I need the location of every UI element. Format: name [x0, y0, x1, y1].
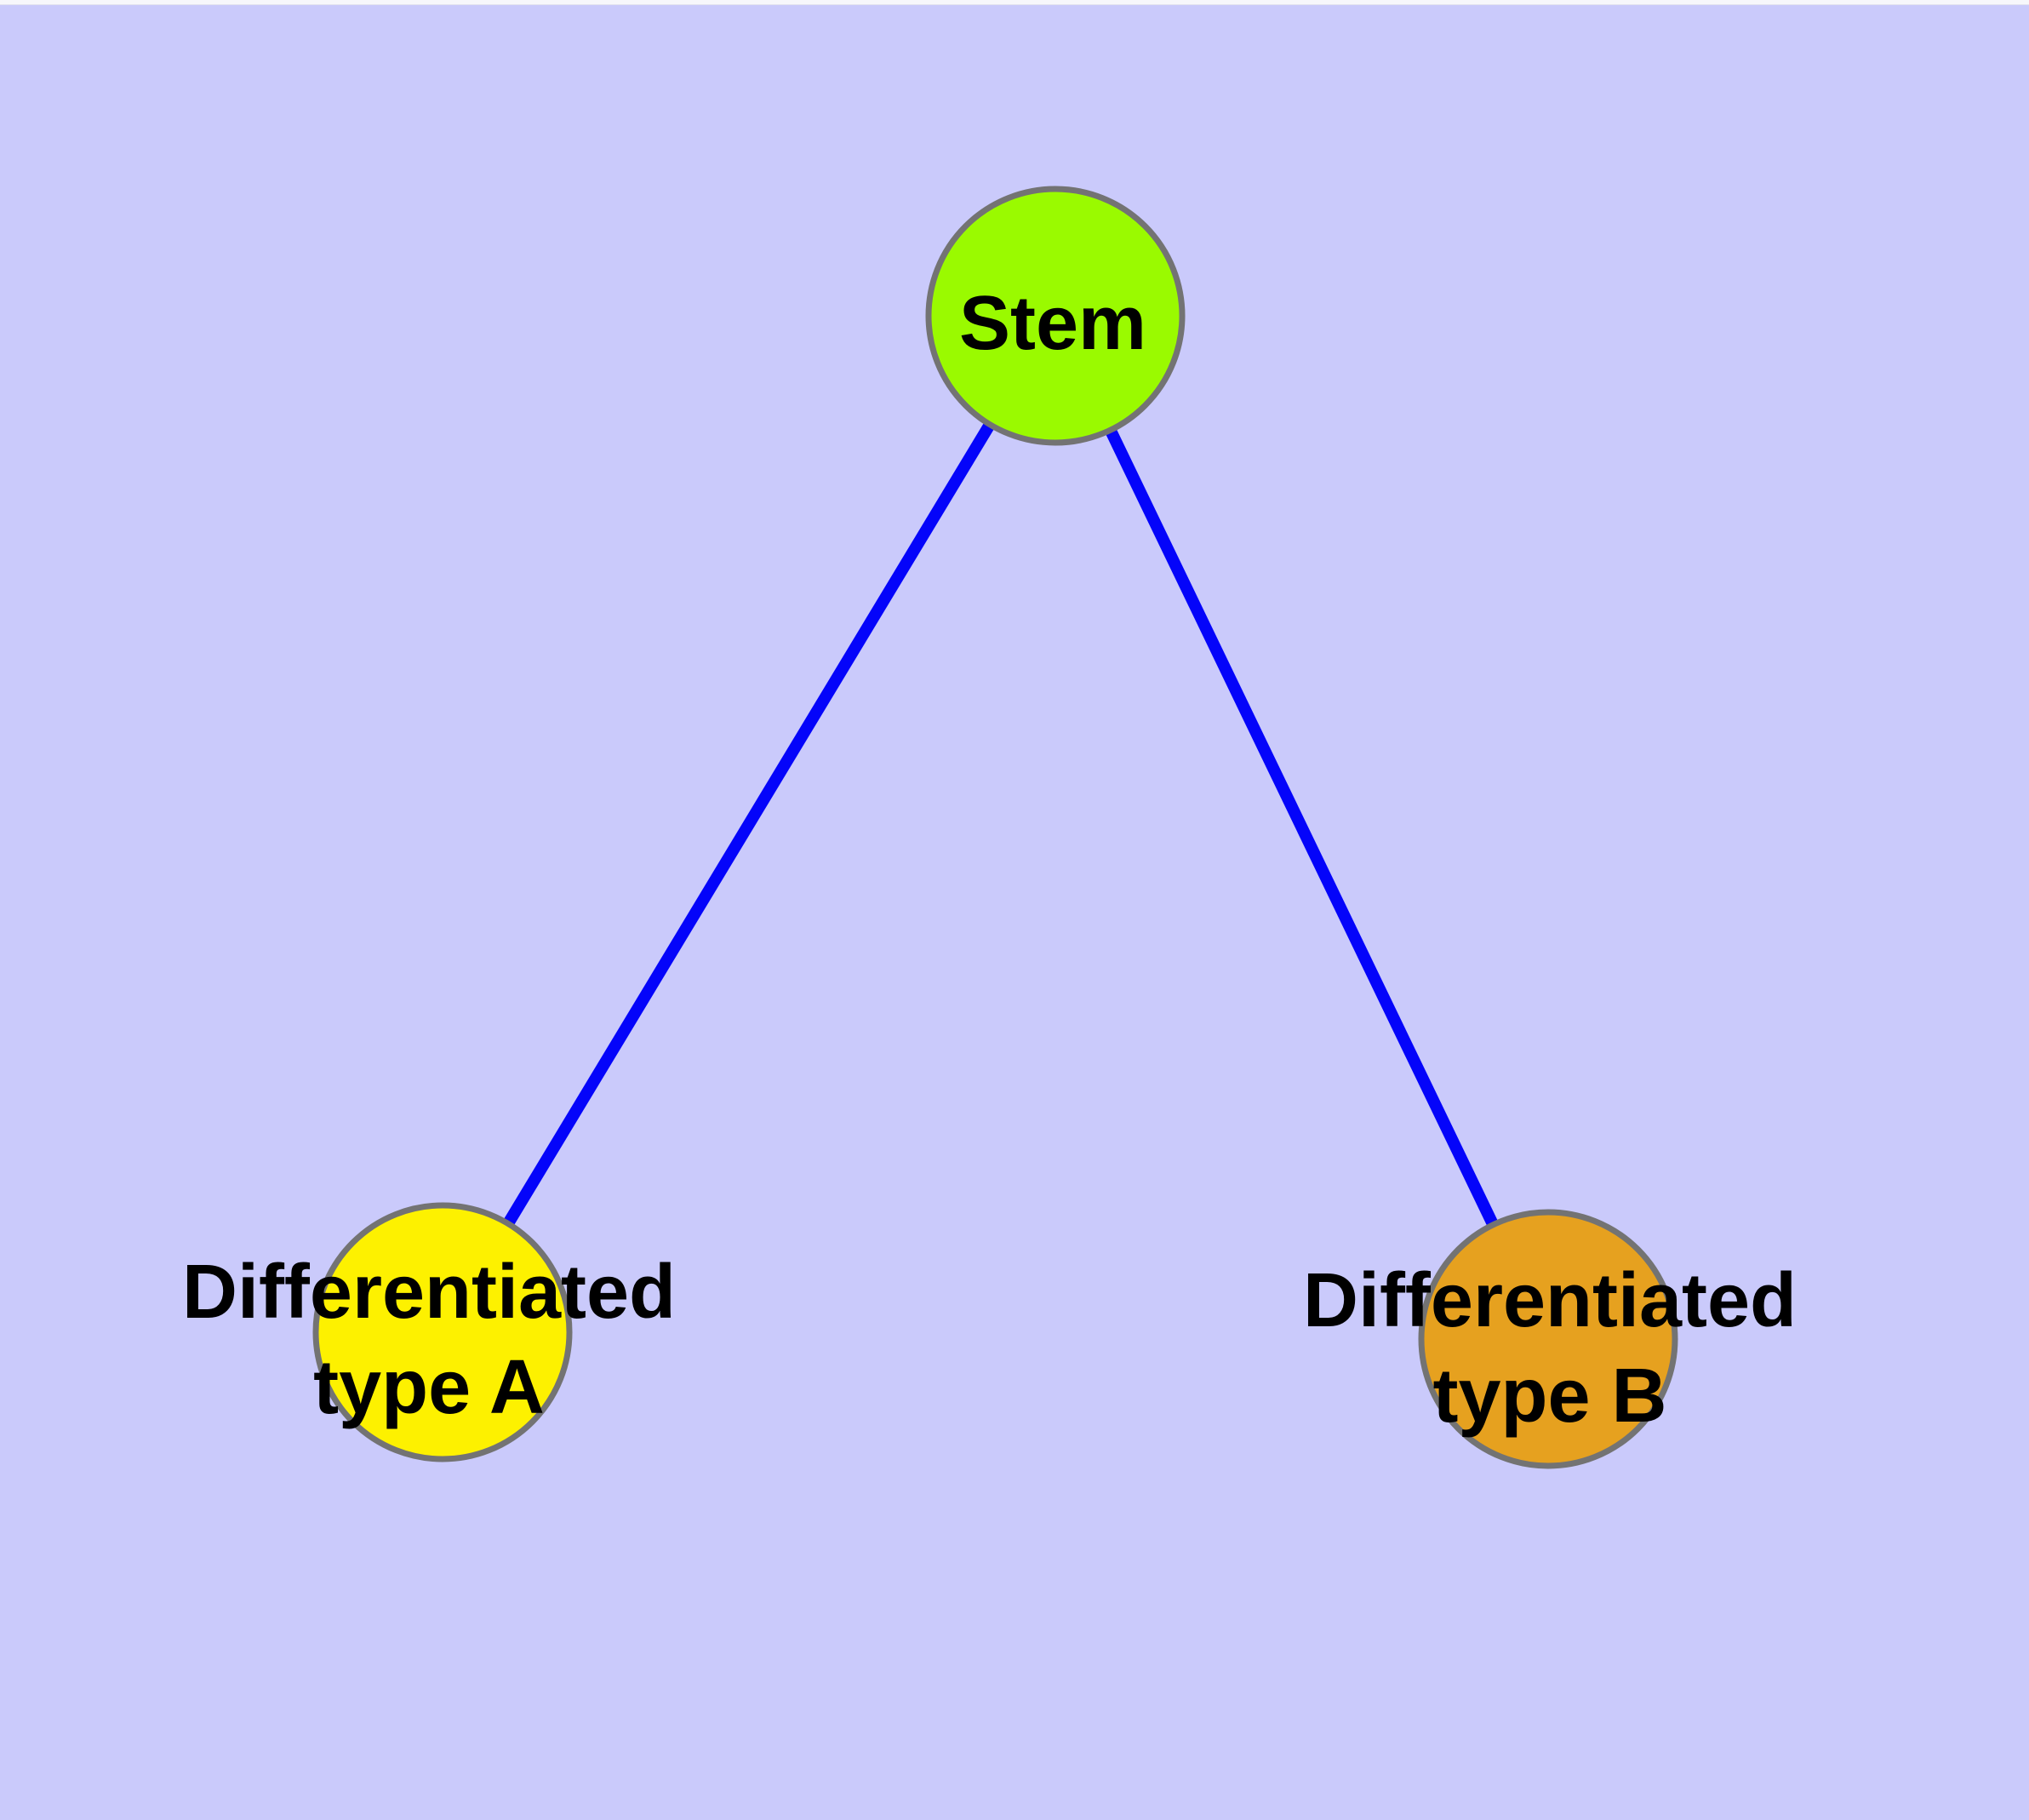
edge-stem-to-type-b [1049, 312, 1554, 1342]
diagram-canvas: Stem Differentiated type A Differentiate… [0, 4, 2029, 1820]
node-differentiated-type-b [1418, 1209, 1678, 1469]
lineage-diagram: Stem Differentiated type A Differentiate… [182, 186, 1797, 1469]
node-type-a-label-line1: Differentiated [182, 1250, 676, 1335]
node-stem [925, 186, 1186, 446]
node-type-a-label-line2: type A [313, 1345, 545, 1430]
edge-stem-to-type-a [437, 312, 1060, 1336]
node-stem-label: Stem [959, 281, 1146, 366]
node-type-b-label-line2: type B [1432, 1354, 1666, 1439]
node-type-b-label-line1: Differentiated [1303, 1258, 1797, 1343]
window-top-edge [0, 0, 2029, 5]
node-differentiated-type-a [312, 1202, 573, 1462]
